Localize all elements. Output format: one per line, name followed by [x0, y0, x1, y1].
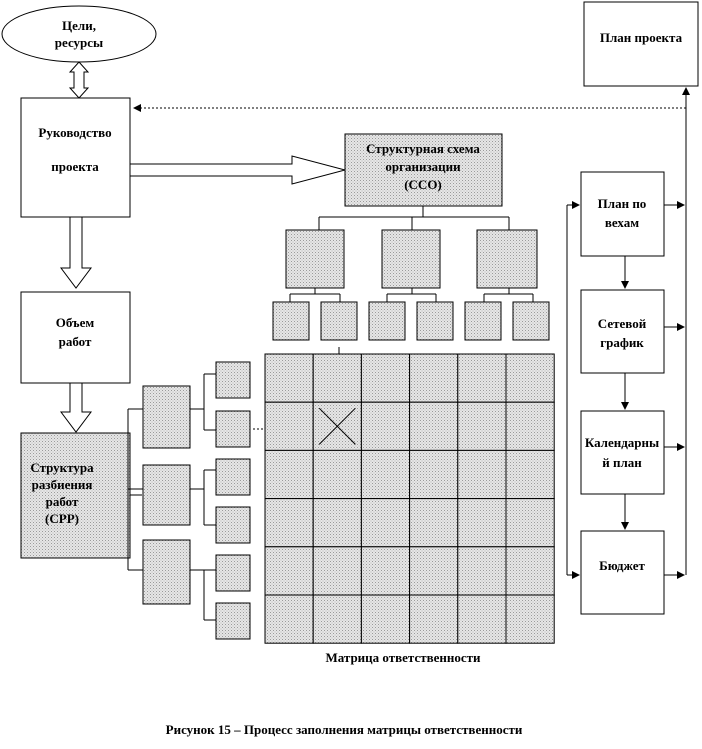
network-label-line2: график — [600, 335, 644, 350]
management-obs-arrow — [129, 155, 347, 185]
wbs-level3-box-4 — [215, 506, 251, 544]
matrix-cell-r6-c4 — [409, 594, 459, 644]
project-plan-label: План проекта — [600, 30, 683, 45]
matrix-cell-r1-c3 — [360, 353, 411, 403]
goals-management-double-arrow — [68, 61, 90, 99]
obs-level2-box-2 — [381, 229, 441, 289]
matrix-cell-r2-c1 — [264, 401, 314, 451]
wbs-label-line2: разбиения — [32, 477, 93, 492]
wbs-level2-box-3 — [142, 539, 191, 605]
management-label-line3: проекта — [51, 159, 99, 174]
matrix-cell-r5-c6 — [505, 546, 555, 596]
obs-level3-box-6 — [512, 301, 550, 341]
obs-tree-connectors — [289, 206, 534, 302]
project-management-box — [20, 97, 131, 218]
matrix-cell-r1-c1 — [264, 353, 314, 403]
matrix-cell-r5-c4 — [409, 546, 459, 596]
matrix-cell-r4-c6 — [505, 498, 555, 548]
goals-label-line1: Цели, — [62, 18, 96, 33]
matrix-cell-r6-c2 — [312, 594, 362, 644]
plan-feeder-lines — [566, 201, 580, 579]
wbs-level2-box-1 — [142, 385, 191, 449]
calendar-label-line1: Календарны — [585, 435, 659, 450]
management-label-line1: Руководство — [38, 125, 111, 140]
wbs-level3-box-2 — [215, 410, 251, 448]
goals-resources-ellipse — [1, 5, 157, 63]
matrix-cell-r3-c2 — [312, 449, 362, 500]
milestone-label-line1: План по — [598, 196, 647, 211]
wbs-level3-box-1 — [215, 361, 251, 399]
matrix-cell-r6-c6 — [505, 594, 555, 644]
wbs-tree-connectors — [127, 373, 216, 621]
matrix-cell-r1-c2 — [312, 353, 362, 403]
matrix-cell-r6-c5 — [457, 594, 507, 644]
matrix-cell-r2-c4 — [409, 401, 459, 451]
matrix-cell-r4-c3 — [360, 498, 411, 548]
responsibility-matrix — [264, 353, 555, 644]
obs-label-line1: Структурная схема — [366, 141, 480, 156]
calendar-label-line2: й план — [602, 455, 642, 470]
matrix-cell-r2-c6 — [505, 401, 555, 451]
matrix-cell-r6-c3 — [360, 594, 411, 644]
wbs-label-line1: Структура — [30, 460, 94, 475]
obs-level3-box-3 — [368, 301, 406, 341]
obs-level3-box-5 — [464, 301, 502, 341]
matrix-cell-r3-c5 — [457, 449, 507, 500]
scope-of-work-box — [20, 291, 131, 384]
matrix-cell-r4-c4 — [409, 498, 459, 548]
matrix-cell-r2-c5 — [457, 401, 507, 451]
obs-level3-box-1 — [272, 301, 310, 341]
matrix-cell-r5-c5 — [457, 546, 507, 596]
scope-label-line1: Объем — [56, 315, 95, 330]
figure-caption: Рисунок 15 – Процесс заполнения матрицы … — [166, 722, 523, 737]
wbs-box — [20, 432, 131, 559]
scope-wbs-arrow — [60, 382, 92, 433]
obs-label-line3: (ССО) — [404, 177, 442, 192]
obs-level3-box-4 — [416, 301, 454, 341]
matrix-cell-r3-c3 — [360, 449, 411, 500]
wbs-level3-box-3 — [215, 458, 251, 496]
matrix-cell-r3-c1 — [264, 449, 314, 500]
matrix-cell-r5-c2 — [312, 546, 362, 596]
budget-box — [580, 530, 665, 615]
matrix-cell-r3-c4 — [409, 449, 459, 500]
matrix-cell-r4-c1 — [264, 498, 314, 548]
obs-level2-box-1 — [285, 229, 345, 289]
scope-label-line2: работ — [59, 334, 92, 349]
management-scope-arrow — [60, 216, 92, 289]
obs-label-line2: организации — [385, 159, 461, 174]
obs-box — [344, 133, 503, 207]
wbs-level2-box-2 — [142, 464, 191, 526]
matrix-cell-r3-c6 — [505, 449, 555, 500]
matrix-cell-r4-c5 — [457, 498, 507, 548]
milestone-plan-box — [580, 171, 665, 257]
matrix-cell-r5-c1 — [264, 546, 314, 596]
matrix-cell-r5-c3 — [360, 546, 411, 596]
obs-level3-box-2 — [320, 301, 358, 341]
milestone-label-line2: вехам — [605, 215, 639, 230]
network-schedule-box — [580, 289, 665, 374]
matrix-cell-r1-c5 — [457, 353, 507, 403]
matrix-label: Матрица ответственности — [325, 650, 481, 665]
matrix-cell-r4-c2 — [312, 498, 362, 548]
matrix-cross-mark-stroke-2 — [318, 407, 356, 445]
calendar-plan-box — [580, 410, 665, 495]
wbs-level3-box-6 — [215, 602, 251, 640]
network-label-line1: Сетевой — [598, 316, 647, 331]
wbs-label-line3: работ — [46, 494, 79, 509]
matrix-cell-r1-c6 — [505, 353, 555, 403]
plan-collector-lines — [664, 87, 690, 579]
obs-level2-box-3 — [476, 229, 538, 289]
matrix-cell-r1-c4 — [409, 353, 459, 403]
wbs-label-line4: (СРР) — [45, 511, 79, 526]
goals-label-line2: ресурсы — [55, 35, 103, 50]
project-plan-box — [583, 1, 699, 87]
budget-label: Бюджет — [599, 558, 645, 573]
wbs-level3-box-5 — [215, 554, 251, 592]
matrix-cell-r2-c3 — [360, 401, 411, 451]
matrix-cell-r6-c1 — [264, 594, 314, 644]
